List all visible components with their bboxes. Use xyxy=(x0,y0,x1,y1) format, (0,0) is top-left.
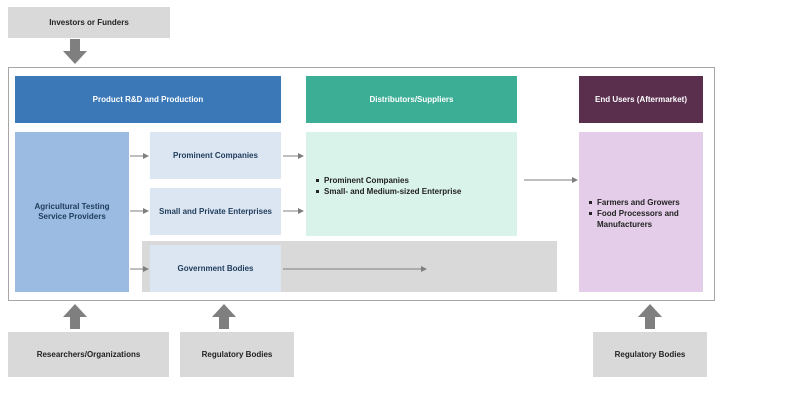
list-item: Food Processors and Manufacturers xyxy=(589,208,699,230)
list-item: Farmers and Growers xyxy=(589,197,699,208)
header-rnd-label: Product R&D and Production xyxy=(92,94,204,104)
up-arrow-icon xyxy=(212,304,236,329)
value-chain-frame xyxy=(8,67,715,301)
regulatory-left-box: Regulatory Bodies xyxy=(180,332,294,377)
header-distributors-label: Distributors/Suppliers xyxy=(369,94,454,104)
distributors-list: Prominent Companies Small- and Medium-si… xyxy=(316,175,461,197)
end-users-list: Farmers and Growers Food Processors and … xyxy=(589,197,699,231)
small-enterprises-box: Small and Private Enterprises xyxy=(150,188,281,235)
researchers-label: Researchers/Organizations xyxy=(36,349,141,359)
header-end-users-label: End Users (Aftermarket) xyxy=(594,94,688,104)
header-rnd: Product R&D and Production xyxy=(15,76,281,123)
researchers-box: Researchers/Organizations xyxy=(8,332,169,377)
down-arrow-icon xyxy=(63,39,87,64)
regulatory-left-label: Regulatory Bodies xyxy=(201,349,273,359)
government-bodies-box: Government Bodies xyxy=(150,245,281,292)
agri-testing-label: Agricultural Testing Service Providers xyxy=(34,202,110,221)
header-end-users: End Users (Aftermarket) xyxy=(579,76,703,123)
header-distributors: Distributors/Suppliers xyxy=(306,76,517,123)
up-arrow-icon xyxy=(63,304,87,329)
distributors-box xyxy=(306,132,517,236)
list-item: Small- and Medium-sized Enterprise xyxy=(316,186,461,197)
government-bodies-label: Government Bodies xyxy=(177,263,254,273)
list-item: Prominent Companies xyxy=(316,175,461,186)
investors-box: Investors or Funders xyxy=(8,7,170,38)
prominent-companies-label: Prominent Companies xyxy=(173,150,258,160)
end-users-box xyxy=(579,132,703,292)
investors-label: Investors or Funders xyxy=(49,17,129,27)
prominent-companies-box: Prominent Companies xyxy=(150,132,281,179)
regulatory-right-label: Regulatory Bodies xyxy=(614,349,686,359)
small-enterprises-label: Small and Private Enterprises xyxy=(159,206,272,216)
agri-testing-box: Agricultural Testing Service Providers xyxy=(15,132,129,292)
regulatory-right-box: Regulatory Bodies xyxy=(593,332,707,377)
up-arrow-icon xyxy=(638,304,662,329)
